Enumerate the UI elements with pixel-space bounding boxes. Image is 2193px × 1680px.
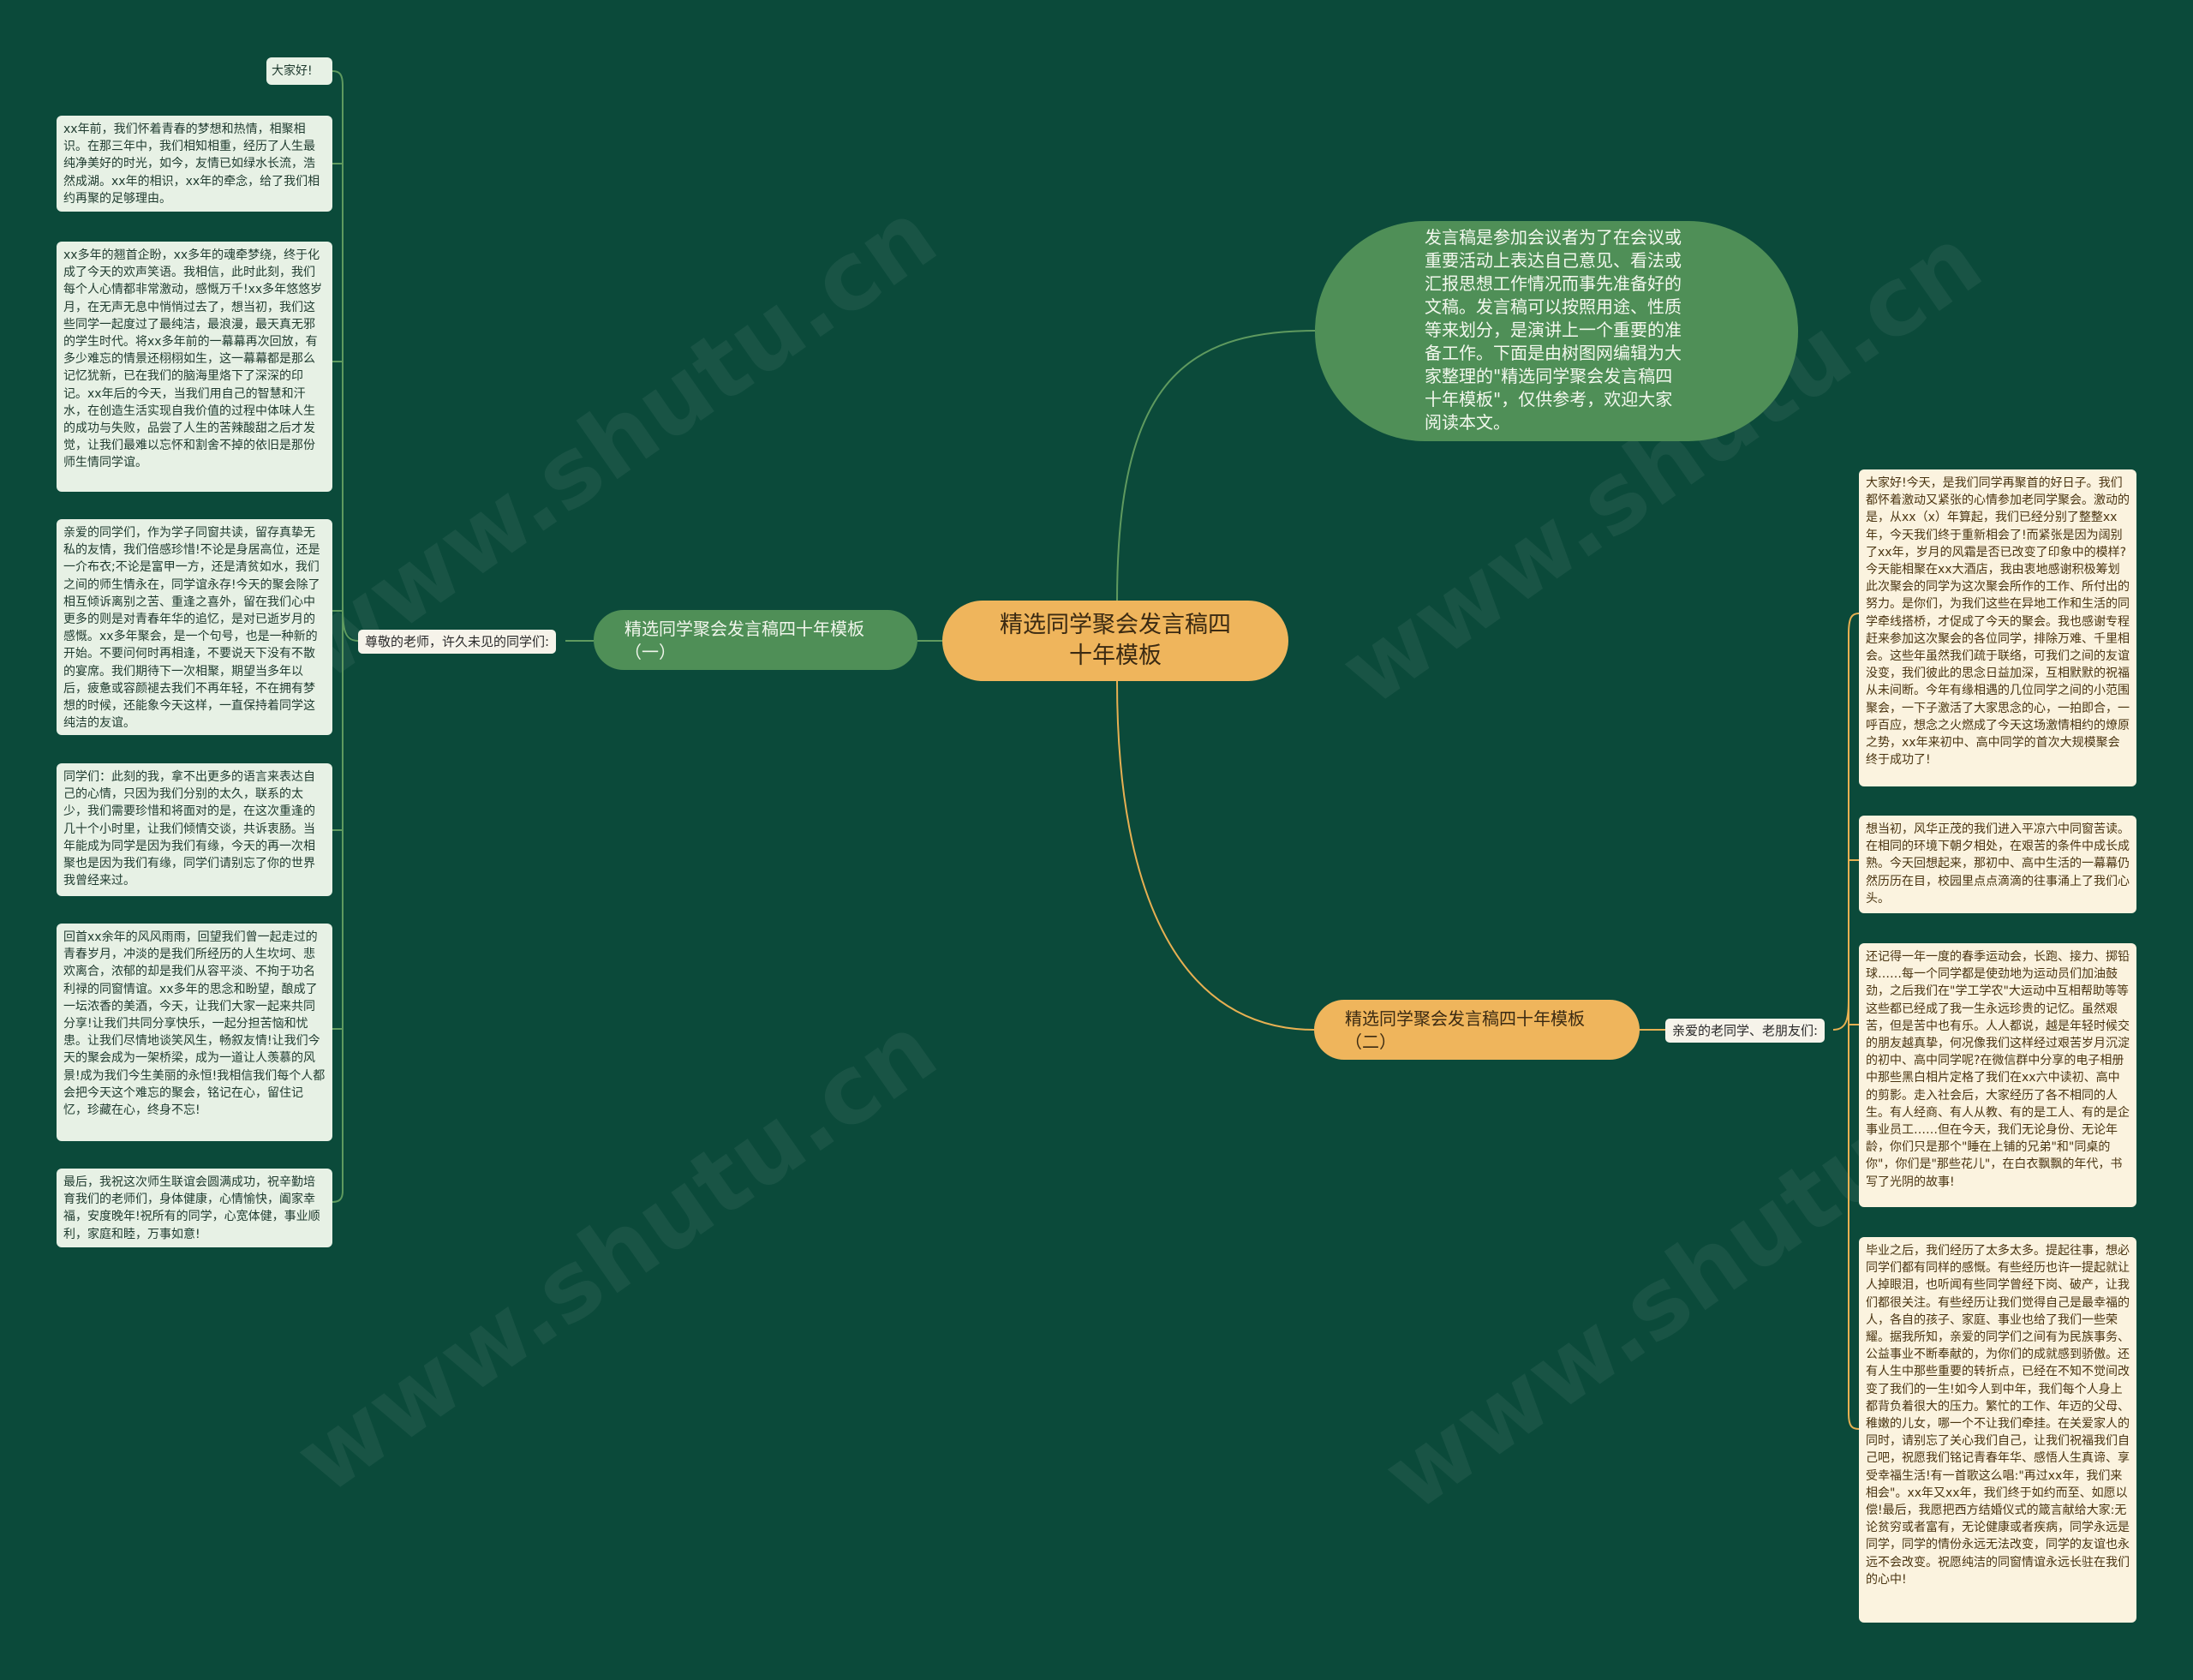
- left-leaf-7[interactable]: 最后，我祝这次师生联谊会圆满成功，祝辛勤培育我们的老师们，身体健康，心情愉快，阖…: [57, 1169, 332, 1247]
- right-leaf-1[interactable]: 大家好!今天，是我们同学再聚首的好日子。我们都怀着激动又紧张的心情参加老同学聚会…: [1859, 469, 2136, 786]
- intro-text: 发言稿是参加会议者为了在会议或重要活动上表达自己意见、看法或汇报思想工作情况而事…: [1425, 227, 1682, 433]
- branch-1-label[interactable]: 尊敬的老师，许久未见的同学们:: [358, 630, 557, 654]
- right-leaf-3[interactable]: 还记得一年一度的春季运动会，长跑、接力、掷铅球……每一个同学都是使劲地为运动员们…: [1859, 943, 2136, 1207]
- central-topic-text: 精选同学聚会发言稿四十年模板: [1000, 612, 1231, 669]
- intro-node[interactable]: 发言稿是参加会议者为了在会议或重要活动上表达自己意见、看法或汇报思想工作情况而事…: [1315, 221, 1798, 441]
- branch-2-title: 精选同学聚会发言稿四十年模板（二）: [1345, 1008, 1585, 1052]
- branch-2-label[interactable]: 亲爱的老同学、老朋友们:: [1665, 1019, 1826, 1043]
- branch-node-1[interactable]: 精选同学聚会发言稿四十年模板（一）: [594, 610, 917, 670]
- left-leaf-5[interactable]: 同学们：此刻的我，拿不出更多的语言来表达自己的心情，只因为我们分别的太久，联系的…: [57, 763, 332, 896]
- right-leaf-2[interactable]: 想当初，风华正茂的我们进入平凉六中同窗苦读。在相同的环境下朝夕相处，在艰苦的条件…: [1859, 816, 2136, 913]
- central-topic[interactable]: 精选同学聚会发言稿四十年模板: [942, 601, 1288, 681]
- left-leaf-4[interactable]: 亲爱的同学们，作为学子同窗共读，留存真挚无私的友情，我们倍感珍惜!不论是身居高位…: [57, 519, 332, 735]
- branch-1-title: 精选同学聚会发言稿四十年模板（一）: [624, 619, 864, 662]
- branch-node-2[interactable]: 精选同学聚会发言稿四十年模板（二）: [1314, 1000, 1640, 1060]
- left-leaf-6[interactable]: 回首xx余年的风风雨雨，回望我们曾一起走过的青春岁月，冲淡的是我们所经历的人生坎…: [57, 924, 332, 1141]
- left-leaf-1[interactable]: 大家好!: [266, 57, 332, 86]
- left-leaf-2[interactable]: xx年前，我们怀着青春的梦想和热情，相聚相识。在那三年中，我们相知相重，经历了人…: [57, 116, 332, 212]
- right-leaf-4[interactable]: 毕业之后，我们经历了太多太多。提起往事，想必同学们都有同样的感慨。有些经历也许一…: [1859, 1237, 2136, 1623]
- left-leaf-3[interactable]: xx多年的翘首企盼，xx多年的魂牵梦绕，终于化成了今天的欢声笑语。我相信，此时此…: [57, 242, 332, 492]
